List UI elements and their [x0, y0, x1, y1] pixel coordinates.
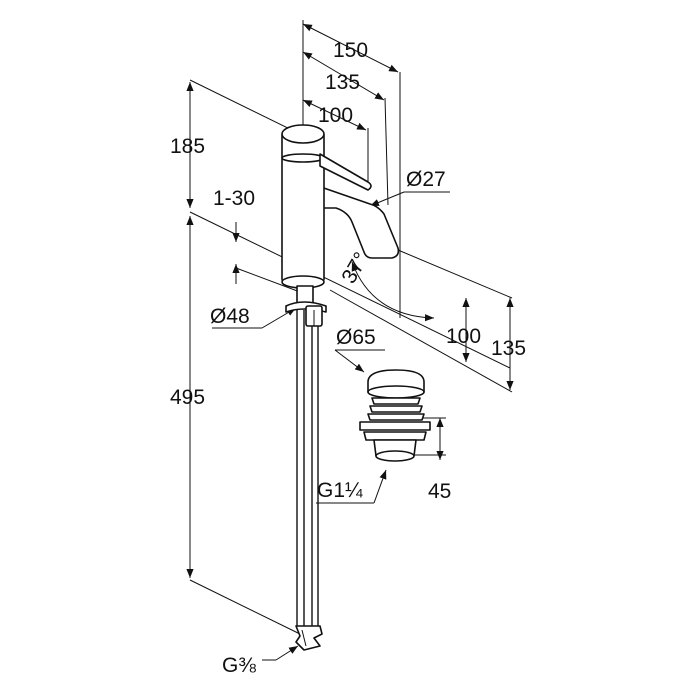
- dim-diameter-48: Ø48: [210, 305, 250, 328]
- dim-width-100: 100: [318, 104, 353, 127]
- dim-diameter-27: Ø27: [406, 168, 446, 191]
- dim-width-135: 135: [325, 71, 360, 94]
- thread-g1-1-4: G1¼: [317, 479, 363, 502]
- waste-valve: [359, 369, 431, 462]
- dim-height-495: 495: [170, 386, 205, 409]
- supply-hose: [295, 310, 323, 651]
- dim-right-100: 100: [446, 325, 481, 348]
- dim-width-150: 150: [333, 39, 368, 62]
- dim-right-135: 135: [491, 337, 526, 360]
- leader-lines: [212, 191, 450, 661]
- dim-range-1-30: 1-30: [213, 187, 255, 210]
- faucet-body: [281, 124, 400, 327]
- dimension-labels: 150 135 100 185 495 1-30 Ø27 Ø48 Ø65 37°…: [170, 39, 526, 677]
- dim-diameter-65: Ø65: [336, 326, 376, 349]
- dim-height-45: 45: [428, 480, 451, 503]
- thread-g3-8: G⅜: [222, 654, 256, 677]
- dimension-lines: [186, 23, 514, 578]
- dim-height-185: 185: [170, 135, 205, 158]
- extension-lines: [189, 20, 513, 635]
